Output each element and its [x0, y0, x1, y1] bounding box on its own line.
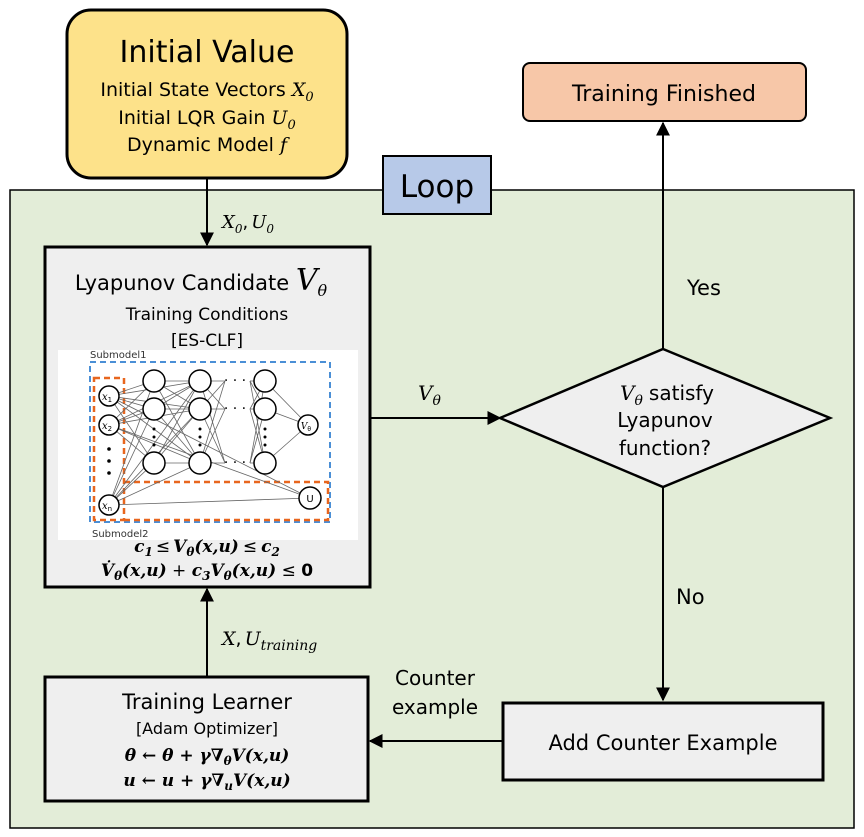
submodel1-label: Submodel1	[90, 350, 147, 361]
initial-lqr-gain: Initial LQR Gain U0	[118, 107, 295, 133]
training-finished-label: Training Finished	[571, 82, 756, 107]
hidden-layer-1	[142, 369, 166, 475]
nn-connection	[153, 380, 201, 464]
submodel2-input-border	[92, 376, 126, 522]
condition-1: c1≤Vθ(x,u)≤c2	[134, 537, 280, 559]
output-node-u: U	[298, 486, 322, 510]
svg-text:x2: x2	[102, 421, 112, 433]
nn-connection	[153, 408, 201, 464]
nn-connection	[108, 408, 155, 506]
training-learner-box	[43, 675, 370, 803]
training-finished-box	[522, 62, 807, 122]
decision-line2: Lyapunov	[617, 408, 713, 432]
hidden-layer-3	[253, 369, 277, 475]
nn-connection	[108, 380, 201, 506]
svg-text:Vθ: Vθ	[301, 422, 312, 433]
loop-label: Loop	[400, 169, 474, 205]
dynamic-model: Dynamic Model f	[127, 134, 290, 156]
nn-connection	[108, 462, 201, 506]
svg-text:xn: xn	[102, 501, 112, 513]
learner-eq2: u ← u + γ∇uV(x,u)	[123, 771, 290, 793]
counter-example-label-line2: example	[392, 695, 478, 719]
svg-text:· · ·: · · ·	[224, 401, 246, 417]
initial-state-vectors: Initial State Vectors X0	[100, 79, 313, 105]
hidden-layer-2	[188, 369, 212, 475]
counter-example-label-line1: Counter	[395, 666, 476, 690]
svg-text:U: U	[306, 494, 313, 505]
submodel1-border	[89, 361, 331, 523]
svg-text:x1: x1	[102, 392, 112, 404]
candidate-subtitle: Training Conditions	[125, 305, 289, 325]
add-counter-example-box	[501, 701, 825, 782]
nn-connection	[108, 395, 311, 499]
nn-connection	[108, 497, 311, 506]
edge-init-label: X0,U0	[220, 212, 274, 236]
nn-connection	[249, 380, 266, 464]
condition-2: V̇θ(x,u) + c3Vθ(x,u) ≤ 0	[101, 561, 313, 583]
loop-label-box	[382, 155, 492, 215]
edge-train-label: X,Utraining	[220, 628, 317, 654]
input-node-xn: xn	[98, 494, 120, 516]
learner-subtitle: [Adam Optimizer]	[136, 719, 278, 738]
decision-line3: function?	[619, 436, 711, 460]
output-node-v: Vθ	[297, 414, 319, 436]
edge-no-label: No	[676, 585, 705, 609]
learner-eq1: θ ← θ + γ∇θV(x,u)	[125, 746, 290, 768]
input-node-x1: x1	[98, 385, 120, 407]
candidate-tag: [ES-CLF]	[171, 331, 243, 351]
nn-connection	[108, 395, 155, 464]
initial-value-title: Initial Value	[120, 35, 295, 70]
svg-text:· · ·: · · ·	[224, 455, 246, 471]
add-counter-example-label: Add Counter Example	[548, 731, 777, 755]
svg-text:· · ·: · · ·	[224, 373, 246, 389]
input-node-x2: x2	[98, 414, 120, 436]
candidate-title: Lyapunov Candidate Vθ	[75, 263, 328, 300]
neural-network-illustration: Submodel1 Submodel2 x1 x2 xn	[58, 350, 358, 540]
edge-v-label: Vθ	[418, 381, 441, 409]
edge-yes-label: Yes	[686, 276, 721, 300]
submodel2-output-border	[124, 480, 330, 522]
nn-connection	[199, 380, 226, 464]
hidden-layer-dots: · · · · · · · · ·	[224, 373, 246, 471]
submodel2-label: Submodel2	[92, 529, 149, 540]
learner-title: Training Learner	[121, 690, 292, 714]
input-ellipsis	[107, 447, 111, 475]
